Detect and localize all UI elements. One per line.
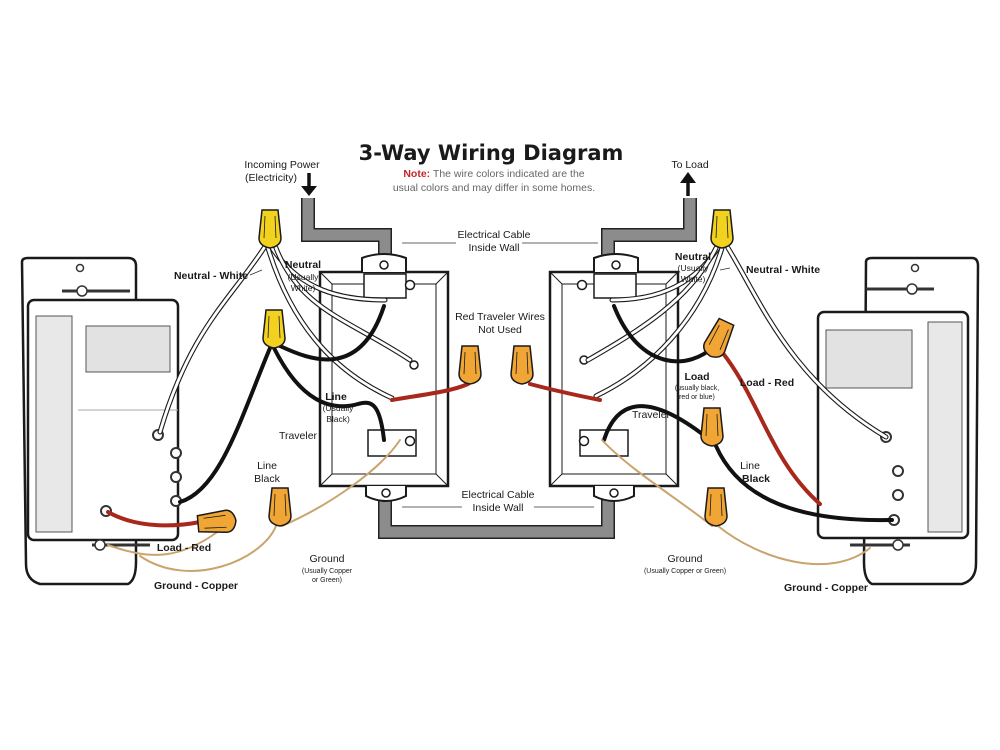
right-load-sub-2: red or blue)	[679, 394, 715, 401]
left-copper-wires	[107, 439, 401, 572]
note-line-1: Note: The wire colors indicated are the	[403, 168, 584, 180]
left-line-black-label-2: Black	[254, 473, 280, 485]
cable-bottom	[378, 490, 615, 539]
wire-nut-right-top-yellow	[710, 209, 734, 249]
left-line-label: Line	[325, 391, 347, 403]
right-red-wires	[528, 350, 822, 506]
right-load-label: Load	[684, 371, 709, 383]
leader-lines	[249, 242, 731, 508]
to-load-arrow-icon	[680, 172, 696, 196]
right-neutral-label: Neutral	[675, 251, 711, 263]
cable-bottom-label-1: Electrical Cable	[462, 489, 535, 501]
wire-nut-left-ground-orange	[268, 487, 292, 527]
right-ground-copper-label: Ground - Copper	[784, 582, 868, 594]
left-load-red-label: Load - Red	[157, 542, 211, 554]
right-black-wires	[602, 304, 894, 523]
left-neutral-white-label: Neutral - White	[174, 270, 248, 282]
red-traveler-label-2: Not Used	[478, 324, 522, 336]
right-white-wires	[585, 245, 889, 440]
left-neutral-sub-1: (Usually	[288, 272, 319, 282]
right-neutral-sub-2: White)	[681, 274, 706, 284]
left-neutral-label: Neutral	[285, 259, 321, 271]
left-ground-copper-label: Ground - Copper	[154, 580, 238, 592]
right-neutral-white-label: Neutral - White	[746, 264, 820, 276]
note-text-1: The wire colors indicated are the	[430, 168, 585, 180]
note-prefix: Note:	[403, 168, 430, 180]
left-neutral-sub-2: White)	[291, 283, 316, 293]
left-ground-sub-1: (Usually Copper	[302, 568, 353, 575]
red-traveler-label-1: Red Traveler Wires	[455, 311, 545, 323]
cable-bottom-label-2: Inside Wall	[473, 502, 524, 514]
incoming-power-sublabel: (Electricity)	[245, 172, 297, 184]
left-line-black-label-1: Line	[257, 460, 277, 472]
left-electrical-box	[318, 253, 450, 502]
note-line-2: usual colors and may differ in some home…	[393, 182, 595, 194]
left-line-sub-2: Black)	[326, 414, 350, 424]
left-black-wires	[178, 304, 386, 504]
cable-top-right	[601, 198, 697, 268]
left-white-wires	[157, 245, 413, 435]
left-ground-sub-2: or Green)	[312, 577, 342, 584]
wire-nut-right-red-traveler	[510, 345, 534, 385]
right-line-black-label-1: Line	[740, 460, 760, 472]
right-ground-sub: (Usually Copper or Green)	[644, 568, 726, 575]
left-red-wires	[106, 382, 470, 528]
wire-nut-left-red-traveler	[458, 345, 482, 385]
right-copper-wires	[601, 439, 871, 566]
incoming-power-arrow-icon	[301, 173, 317, 196]
incoming-power-label: Incoming Power	[244, 159, 320, 171]
wire-nut-left-load-orange	[196, 509, 237, 534]
left-traveler-label: Traveler	[279, 430, 318, 442]
right-line-black-label-2: Black	[742, 473, 770, 485]
right-traveler-label: Traveler	[632, 409, 671, 421]
right-neutral-sub-1: (Usually	[678, 263, 709, 273]
left-switch	[20, 256, 182, 586]
left-ground-label: Ground	[309, 553, 344, 565]
cable-top-label-2: Inside Wall	[469, 242, 520, 254]
wire-nut-right-line-orange	[700, 407, 724, 447]
cable-top-left	[301, 198, 392, 268]
right-ground-label: Ground	[667, 553, 702, 565]
to-load-label: To Load	[671, 159, 709, 171]
right-switch	[816, 256, 980, 586]
wire-nut-left-mid-yellow	[262, 309, 286, 349]
cable-top-label-1: Electrical Cable	[458, 229, 531, 241]
wire-nut-right-ground-orange	[704, 487, 728, 527]
right-load-sub-1: (usually black,	[675, 385, 719, 392]
right-load-red-label: Load - Red	[740, 377, 794, 389]
wire-nut-left-top-yellow	[258, 209, 282, 249]
left-line-sub-1: (Usually	[323, 403, 354, 413]
wire-nut-right-load-orange	[702, 317, 735, 358]
diagram-title: 3-Way Wiring Diagram	[359, 141, 624, 165]
